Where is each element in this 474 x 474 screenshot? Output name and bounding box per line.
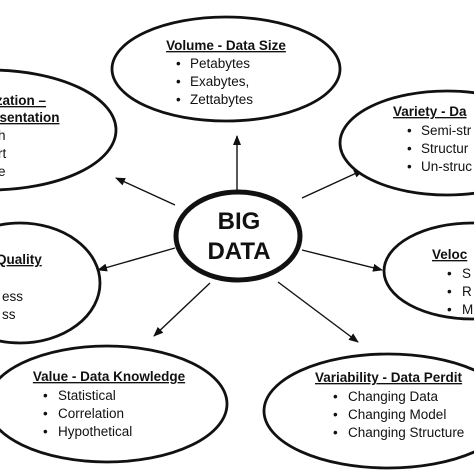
arrow-to-velocity: [301, 249, 383, 272]
quality-title: Quality: [0, 252, 42, 267]
volume-item-2: Exabytes,: [190, 74, 249, 89]
volume-item-1: Petabytes: [190, 56, 250, 71]
variety-item-3: Un-struc: [421, 159, 472, 174]
arrow-to-variability: [277, 281, 359, 343]
arrow-to-quality: [97, 247, 176, 272]
volume-bullet-2: •: [176, 74, 181, 89]
variety-bullet-2: •: [407, 141, 412, 156]
variety-bullet-1: •: [407, 123, 412, 138]
volume-bullet-1: •: [176, 56, 181, 71]
variability-title: Variability - Data Perdit: [315, 370, 463, 385]
variety-title: Variety - Da: [393, 104, 467, 119]
variety-bullet-3: •: [407, 159, 412, 174]
visualization-title-line-1: ization –: [0, 93, 46, 108]
volume-item-3: Zettabytes: [190, 92, 253, 107]
visualization-item-2: rt: [0, 146, 6, 161]
value-item-2: Correlation: [58, 406, 124, 421]
node-variability: Variability - Data Perdit • Changing Dat…: [262, 352, 474, 470]
variability-item-1: Changing Data: [348, 389, 439, 404]
quality-item-1: ess: [2, 289, 23, 304]
velocity-item-3: M: [462, 302, 473, 317]
node-visualization: ization – esentation h rt e: [0, 68, 118, 192]
variety-item-2: Structur: [421, 141, 469, 156]
value-title: Value - Data Knowledge: [33, 369, 186, 384]
value-bullet-1: •: [43, 388, 48, 403]
velocity-item-1: S: [462, 266, 471, 281]
variability-bullet-1: •: [333, 389, 338, 404]
value-item-3: Hypothetical: [58, 424, 132, 439]
value-bullet-2: •: [43, 406, 48, 421]
volume-title: Volume - Data Size: [166, 38, 286, 53]
arrow-to-visualization: [115, 177, 176, 206]
center-node: BIG DATA: [173, 189, 303, 283]
volume-bullet-3: •: [176, 92, 181, 107]
node-velocity: Veloc • S • R • M: [382, 221, 474, 321]
variability-bullet-2: •: [333, 407, 338, 422]
visualization-item-3: e: [0, 164, 6, 179]
node-value: Value - Data Knowledge • Statistical • C…: [0, 344, 229, 464]
center-line-2: DATA: [207, 238, 270, 265]
node-variety: Variety - Da • Semi-str • Structur • Un-…: [338, 89, 474, 197]
center-line-1: BIG: [218, 208, 261, 235]
variability-item-3: Changing Structure: [348, 425, 464, 440]
velocity-bullet-2: •: [447, 284, 452, 299]
quality-item-2: ss: [2, 307, 16, 322]
connectors: [97, 135, 383, 343]
velocity-item-2: R: [462, 284, 472, 299]
value-item-1: Statistical: [58, 388, 116, 403]
visualization-title-line-2: esentation: [0, 110, 60, 125]
velocity-bullet-1: •: [447, 266, 452, 281]
velocity-title: Veloc: [432, 247, 468, 262]
arrow-to-value: [153, 282, 211, 337]
visualization-item-1: h: [0, 128, 6, 143]
variability-bullet-3: •: [333, 425, 338, 440]
variety-item-1: Semi-str: [421, 123, 472, 138]
node-volume: Volume - Data Size • Petabytes • Exabyte…: [110, 15, 342, 123]
velocity-bullet-3: •: [447, 302, 452, 317]
node-quality: Quality ess ss: [0, 221, 102, 345]
variability-item-2: Changing Model: [348, 407, 446, 422]
value-bullet-3: •: [43, 424, 48, 439]
arrow-to-variety: [301, 169, 364, 199]
